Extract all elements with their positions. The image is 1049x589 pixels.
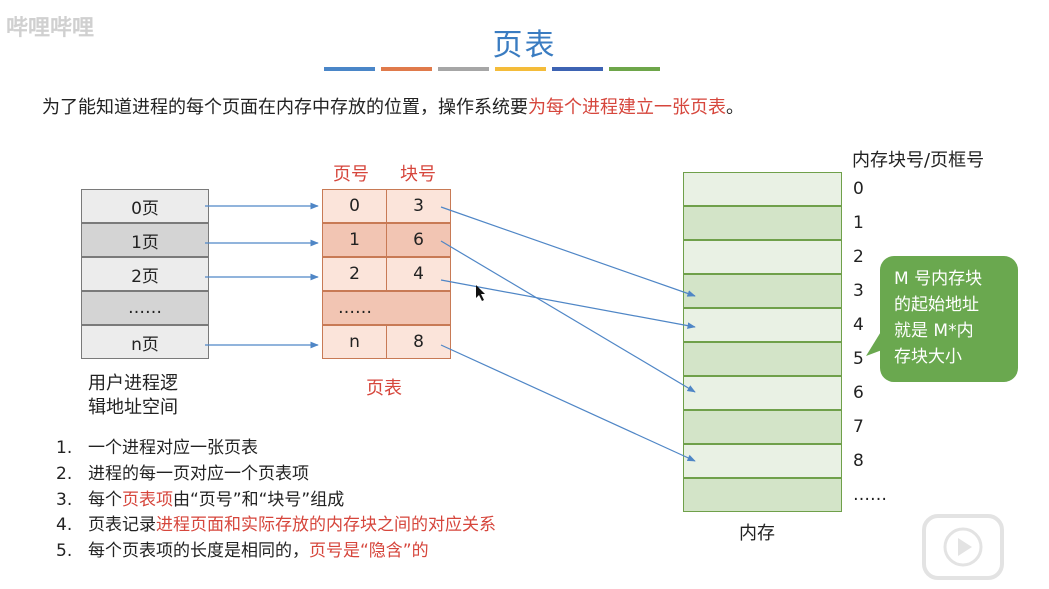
memory-row-label: 6 xyxy=(853,383,864,403)
callout-bubble: M 号内存块 的起始地址 就是 M*内 存块大小 xyxy=(880,256,1018,382)
note-number: 4. xyxy=(56,515,73,535)
memory-block xyxy=(683,308,842,342)
logical-page-cell: n页 xyxy=(81,325,209,359)
note-text: 页表记录 xyxy=(88,515,156,535)
note-item: 1. 一个进程对应一张页表 xyxy=(56,433,258,458)
logical-page-cell: …… xyxy=(81,291,209,325)
memory-block xyxy=(683,376,842,410)
block-number-cell: 4 xyxy=(386,257,451,291)
note-item: 5. 每个页表项的长度是相同的，页号是“隐含”的 xyxy=(56,536,429,561)
mouse-cursor-icon xyxy=(476,285,485,301)
logical-page-cell: 1页 xyxy=(81,223,209,257)
page-number-cell: 2 xyxy=(322,257,387,291)
slide-title: 页表 xyxy=(492,28,557,63)
block-number-cell xyxy=(386,291,451,325)
memory-block xyxy=(683,274,842,308)
memory-block xyxy=(683,172,842,206)
intro-highlight: 为每个进程建立一张页表 xyxy=(528,97,726,118)
intro-sentence: 为了能知道进程的每个页面在内存中存放的位置，操作系统要为每个进程建立一张页表。 xyxy=(42,93,744,119)
note-item: 3. 每个页表项由“页号”和“块号”组成 xyxy=(56,485,344,510)
color-bar-segment xyxy=(381,67,432,71)
color-bar-segment xyxy=(438,67,489,71)
intro-plain: 为了能知道进程的每个页面在内存中存放的位置，操作系统要 xyxy=(42,97,528,118)
page-number-cell: …… xyxy=(322,291,387,325)
block-number-cell: 8 xyxy=(386,325,451,359)
block-number-cell: 6 xyxy=(386,223,451,257)
memory-row-label: 0 xyxy=(853,179,864,199)
note-text: 每个页表项的长度是相同的， xyxy=(88,541,309,561)
memory-row-label: 3 xyxy=(853,281,864,301)
color-bar-segment xyxy=(552,67,603,71)
logical-caption-line: 辑地址空间 xyxy=(88,397,178,418)
arrow-block-4 xyxy=(440,279,696,329)
memory-block xyxy=(683,240,842,274)
note-item: 4. 页表记录进程页面和实际存放的内存块之间的对应关系 xyxy=(56,510,496,535)
note-text-highlight: 页表项 xyxy=(122,490,173,510)
arrow-block-6 xyxy=(440,240,696,393)
memory-caption: 内存 xyxy=(739,523,775,544)
note-number: 1. xyxy=(56,438,73,458)
play-icon[interactable] xyxy=(922,514,1004,580)
color-bar-segment xyxy=(609,67,660,71)
note-text-highlight: 页号是“隐含”的 xyxy=(309,541,429,561)
memory-row-label: 8 xyxy=(853,451,864,471)
color-bar-segment xyxy=(324,67,375,71)
memory-block xyxy=(683,206,842,240)
note-text: 一个进程对应一张页表 xyxy=(88,438,258,458)
callout-line: 的起始地址 xyxy=(894,295,979,315)
logical-space-caption: 用户进程逻 辑地址空间 xyxy=(88,372,178,420)
page-table-caption: 页表 xyxy=(366,378,402,399)
note-text: 由“页号”和“块号”组成 xyxy=(173,490,345,510)
note-text-highlight: 进程页面和实际存放的内存块之间的对应关系 xyxy=(156,515,496,535)
callout-line: 就是 M*内 xyxy=(894,321,974,341)
note-text: 进程的每一页对应一个页表项 xyxy=(88,464,309,484)
logical-page-cell: 2页 xyxy=(81,257,209,291)
block-number-cell: 3 xyxy=(386,189,451,223)
logical-page-cell: 0页 xyxy=(81,189,209,223)
note-text: 每个 xyxy=(88,490,122,510)
memory-row-label: 4 xyxy=(853,315,864,335)
memory-block xyxy=(683,478,842,512)
note-item: 2. 进程的每一页对应一个页表项 xyxy=(56,459,309,484)
play-triangle-icon xyxy=(943,527,983,567)
arrow-block-8 xyxy=(440,344,696,462)
memory-block xyxy=(683,444,842,478)
page-number-cell: 0 xyxy=(322,189,387,223)
memory-block xyxy=(683,410,842,444)
intro-end: 。 xyxy=(726,97,744,118)
color-bar-segment xyxy=(495,67,546,71)
memory-row-label: 2 xyxy=(853,247,864,267)
memory-row-label: 1 xyxy=(853,213,864,233)
callout-pointer xyxy=(866,330,882,356)
memory-row-label: 7 xyxy=(853,417,864,437)
callout-line: M 号内存块 xyxy=(894,269,983,289)
note-number: 3. xyxy=(56,490,73,510)
block-number-header: 块号 xyxy=(400,164,436,185)
memory-row-label: 5 xyxy=(853,349,864,369)
page-number-cell: 1 xyxy=(322,223,387,257)
memory-row-label: …… xyxy=(853,485,887,505)
page-number-cell: n xyxy=(322,325,387,359)
memory-header: 内存块号/页框号 xyxy=(852,150,985,171)
arrow-block-3 xyxy=(440,206,696,297)
callout-line: 存块大小 xyxy=(894,347,962,367)
watermark: 哔哩哔哩 xyxy=(6,16,95,41)
logical-caption-line: 用户进程逻 xyxy=(88,373,178,394)
note-number: 2. xyxy=(56,464,73,484)
page-number-header: 页号 xyxy=(333,164,369,185)
note-number: 5. xyxy=(56,541,73,561)
memory-block xyxy=(683,342,842,376)
